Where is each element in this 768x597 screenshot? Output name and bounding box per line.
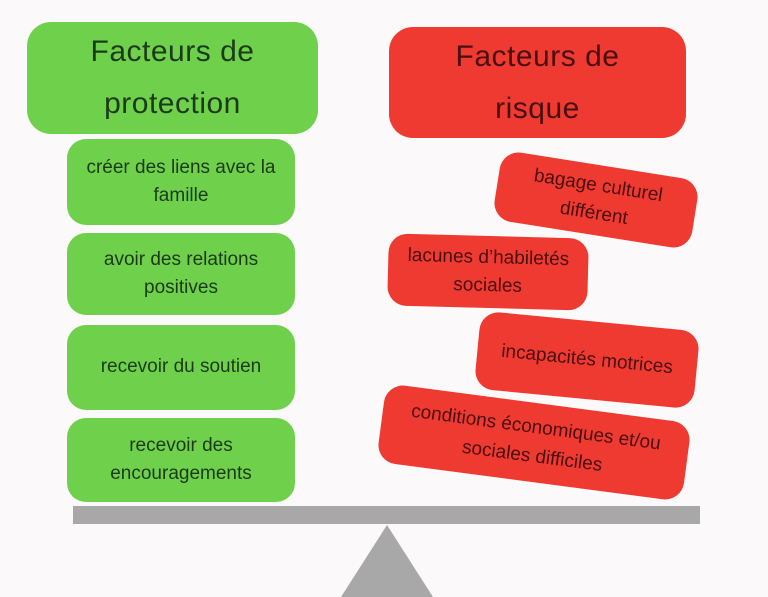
risk-item-text: lacunes d’habiletés sociales [407,244,570,297]
protection-item-text: recevoir des encouragements [110,434,252,485]
risk-item-social-skill-gaps: lacunes d’habiletés sociales [387,233,589,311]
balance-fulcrum-triangle [341,525,433,597]
protection-title-text: Facteurs de protection [90,35,255,120]
protection-item-text: avoir des relations positives [103,248,259,299]
risk-item-text: bagage culturel différent [532,164,665,230]
protection-item-text: créer des liens avec la famille [86,156,276,207]
risk-item-motor-incapacities: incapacités motrices [473,310,701,410]
protection-item-family-links: créer des liens avec la famille [67,139,295,225]
balance-beam [73,506,700,524]
risk-title-text: Facteurs de risque [455,39,620,125]
risk-title-box: Facteurs de risque [389,27,686,138]
risk-item-cultural-background: bagage culturel différent [491,149,701,251]
risk-item-text: incapacités motrices [500,340,674,378]
protection-item-receive-support: recevoir du soutien [67,325,295,410]
protection-item-text: recevoir du soutien [100,356,262,378]
protection-item-positive-relations: avoir des relations positives [67,233,295,315]
protection-item-encouragements: recevoir des encouragements [67,418,295,502]
protection-title-box: Facteurs de protection [27,22,318,134]
risk-item-text: conditions économiques et/ou sociales di… [409,400,662,476]
